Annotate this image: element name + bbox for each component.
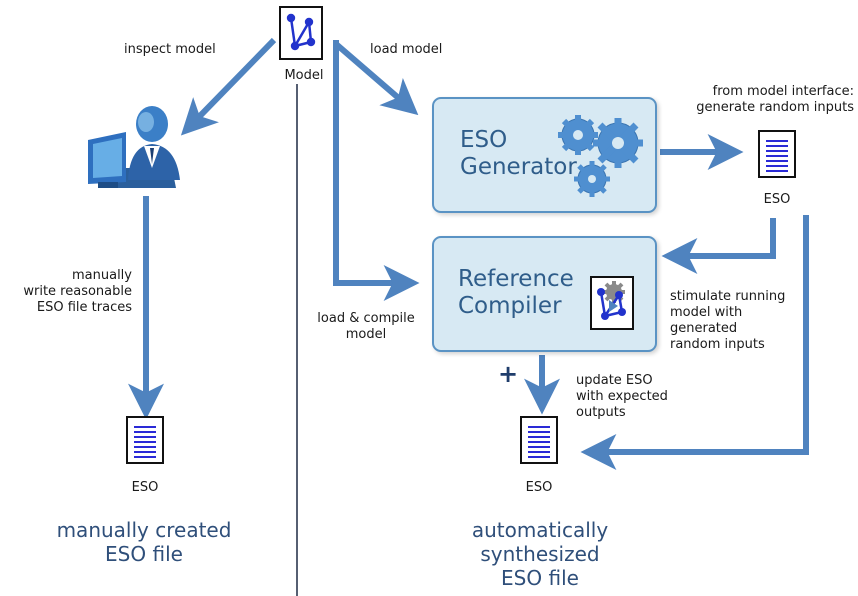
compiler-model-icon [590,276,634,330]
eso-generator-box: ESO Generator [432,97,657,213]
eso-doc-generated-label: ESO [763,192,791,207]
eso-doc-manual-label: ESO [131,480,159,495]
eso-doc-synthesized-label: ESO [525,480,553,495]
plus-sign: + [498,360,519,388]
reference-compiler-title-1: Reference [458,266,574,292]
user-at-computer-icon [80,98,190,190]
eso-doc-manual: ESO [122,416,168,502]
arrow-stimulate [661,218,776,274]
arrow-load-compile [333,40,420,301]
arrow-eso-to-synth [580,215,809,470]
eso-doc-generated: ESO [754,130,800,216]
document-icon [126,416,164,464]
model-label: Model [284,68,324,83]
model-graph-icon [279,6,323,60]
reference-compiler-box: Reference Compiler [432,236,657,352]
arrow-load-model [334,41,419,116]
reference-compiler-title-2: Compiler [458,293,562,319]
arrow-inspect-model [180,37,277,136]
eso-doc-synthesized: ESO [516,416,562,502]
edge-label-inspect-model: inspect model [124,42,216,57]
model-node: Model [276,6,332,88]
eso-generator-title-1: ESO [460,127,508,153]
document-icon [520,416,558,464]
eso-generator-title-2: Generator [460,154,577,180]
document-icon [758,130,796,178]
edge-label-load-model: load model [370,42,443,57]
gears-icon [558,115,643,197]
